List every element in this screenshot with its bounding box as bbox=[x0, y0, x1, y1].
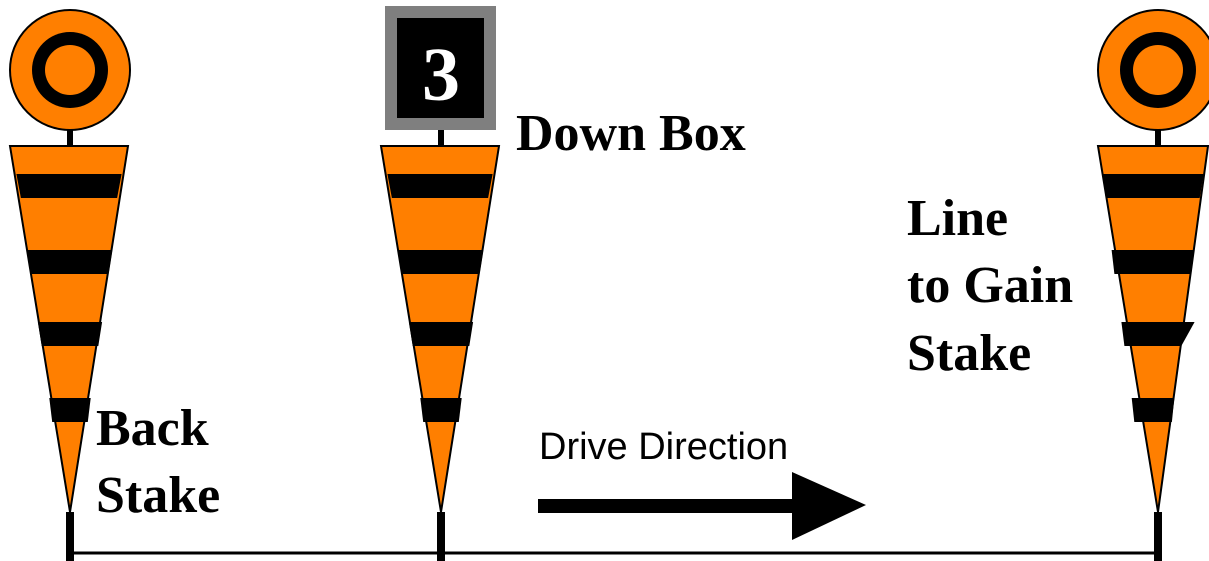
line-to-gain-stake bbox=[1098, 10, 1209, 561]
down-box-cone bbox=[381, 146, 499, 512]
line-to-gain-label-line2: to Gain bbox=[907, 257, 1073, 314]
back-stake-label-line2: Stake bbox=[96, 467, 220, 524]
down-box-pole bbox=[437, 512, 445, 561]
target-marker-icon bbox=[1098, 10, 1209, 130]
target-marker-icon bbox=[10, 10, 130, 130]
down-box-stake: 3 bbox=[381, 6, 499, 561]
back-stake-pole bbox=[66, 512, 74, 561]
back-stake-neck bbox=[67, 130, 73, 146]
back-stake-cone bbox=[10, 146, 128, 512]
line-to-gain-cone bbox=[1098, 146, 1208, 512]
line-to-gain-label-line3: Stake bbox=[907, 325, 1031, 382]
down-number-box-icon: 3 bbox=[385, 6, 496, 130]
drive-direction-label: Drive Direction bbox=[539, 426, 788, 468]
down-box-neck bbox=[438, 130, 444, 146]
arrow-right-icon bbox=[538, 472, 866, 540]
line-to-gain-pole bbox=[1154, 512, 1162, 561]
line-to-gain-label-line1: Line bbox=[907, 190, 1008, 247]
down-number: 3 bbox=[422, 33, 460, 117]
down-box-label: Down Box bbox=[516, 105, 746, 162]
back-stake-label-line1: Back bbox=[96, 400, 209, 457]
line-to-gain-neck bbox=[1155, 130, 1161, 146]
